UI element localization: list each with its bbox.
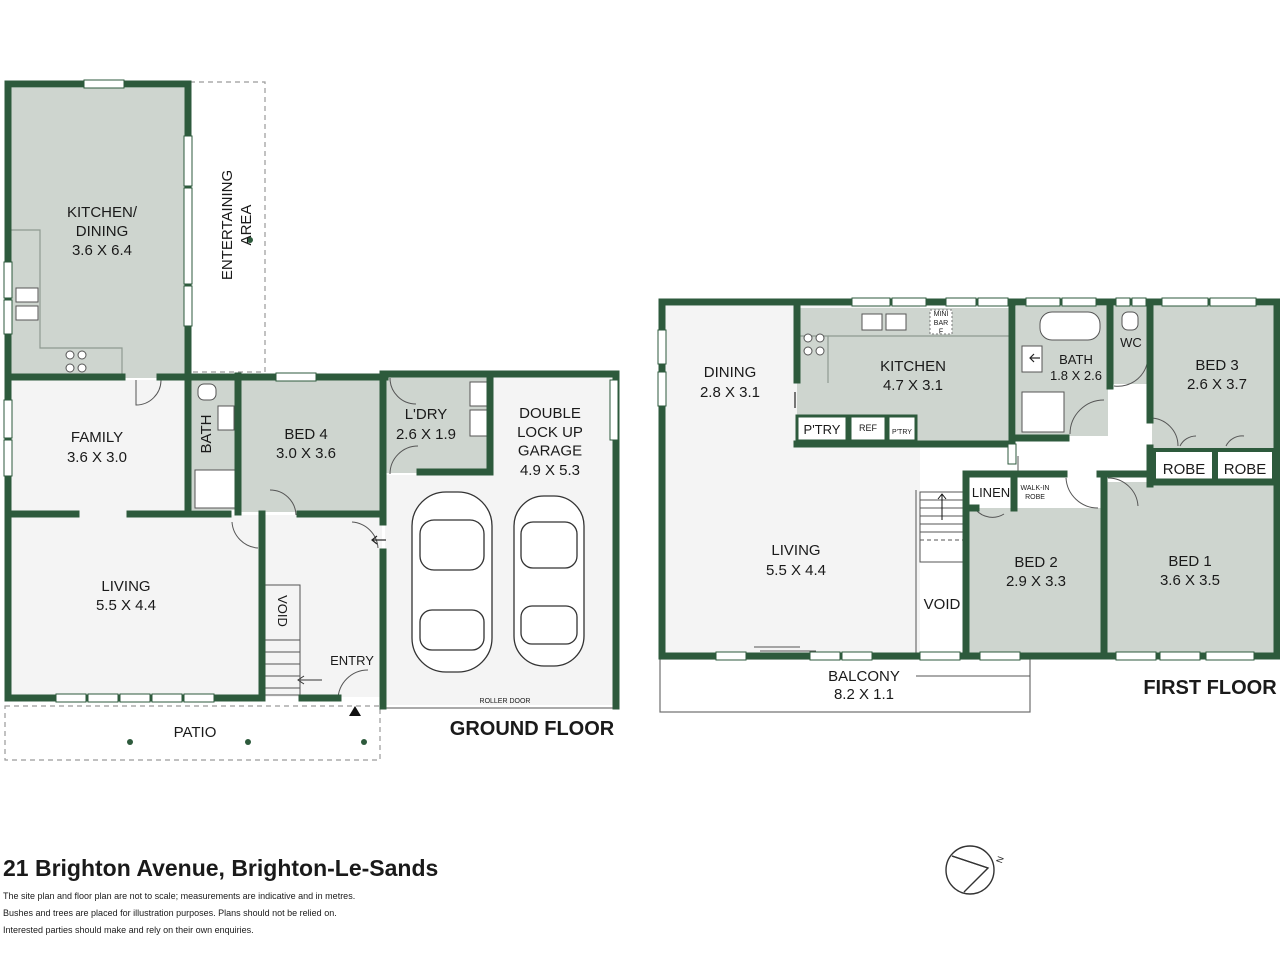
bath-size: 1.8 X 2.6 xyxy=(1050,368,1102,383)
patio-outline xyxy=(4,705,381,761)
balcony-size: 8.2 X 1.1 xyxy=(834,686,894,703)
disclaimer-line: Interested parties should make and rely … xyxy=(3,925,254,935)
post-dot xyxy=(127,739,133,745)
void-name: VOID xyxy=(924,596,961,613)
bed3-name: BED 3 xyxy=(1195,357,1238,374)
ref-name: REF xyxy=(859,423,878,433)
footer: 21 Brighton Avenue, Brighton-Le-Sands Th… xyxy=(3,855,703,939)
first-floor-plan: DINING 2.8 X 3.1 KITCHEN 4.7 X 3.1 MINIB… xyxy=(657,297,1280,713)
dining-name: DINING xyxy=(704,364,757,381)
compass-icon xyxy=(945,845,995,895)
bath-name: BATH xyxy=(1059,352,1093,367)
living-name: LIVING xyxy=(771,542,820,559)
balcony-name: BALCONY xyxy=(828,668,900,685)
cooktop-icon xyxy=(803,333,825,356)
kitchen-name: KITCHEN xyxy=(880,358,946,375)
disclaimer-line: The site plan and floor plan are not to … xyxy=(3,891,356,901)
sink-icon xyxy=(861,313,907,331)
sink-icon xyxy=(15,287,39,321)
roller-door-label: ROLLER DOOR xyxy=(480,698,531,705)
living-size: 5.5 X 4.4 xyxy=(96,597,156,614)
disclaimer-line: Bushes and trees are placed for illustra… xyxy=(3,908,337,918)
bed4-size: 3.0 X 3.6 xyxy=(276,445,336,462)
balcony-outline xyxy=(659,658,1031,713)
entry-fill xyxy=(262,515,382,697)
ground-windows xyxy=(3,79,619,703)
mini-bar-icon xyxy=(929,309,953,335)
car-icon xyxy=(513,495,585,667)
living-fill xyxy=(11,515,261,695)
shower-icon xyxy=(194,469,236,509)
laundry-tub-icon xyxy=(469,409,489,437)
car-icon xyxy=(411,491,493,673)
bed2-name: BED 2 xyxy=(1014,554,1057,571)
post-dot xyxy=(247,237,253,243)
cooktop-icon xyxy=(65,350,87,373)
compass-north-label: N xyxy=(994,855,1006,865)
ground-floor-plan: KITCHEN/DINING 3.6 X 6.4 ENTERTAININGARE… xyxy=(3,79,620,761)
vanity-icon xyxy=(1021,345,1043,373)
living-name: LIVING xyxy=(101,578,150,595)
bed2-size: 2.9 X 3.3 xyxy=(1006,573,1066,590)
bed4-fill xyxy=(240,380,380,512)
laundry-size: 2.6 X 1.9 xyxy=(396,426,456,443)
toilet-icon xyxy=(197,383,217,401)
linen-fill xyxy=(968,477,1014,507)
void-outline xyxy=(915,490,1030,677)
first-windows xyxy=(657,297,1257,661)
bed2-fill xyxy=(967,508,1103,656)
property-address: 21 Brighton Avenue, Brighton-Le-Sands xyxy=(3,855,439,881)
kitchen-size: 4.7 X 3.1 xyxy=(883,377,943,394)
bed3-size: 2.6 X 3.7 xyxy=(1187,376,1247,393)
stairs-icon xyxy=(919,491,965,563)
patio-name: PATIO xyxy=(174,724,217,741)
pantry-name: P'TRY xyxy=(892,429,912,436)
pantry-name: P'TRY xyxy=(804,422,841,437)
door-arrow-icon xyxy=(794,353,1040,408)
bed1-size: 3.6 X 3.5 xyxy=(1160,572,1220,589)
kitchen-bench xyxy=(11,229,123,378)
door-arrow-icon xyxy=(371,535,386,545)
toilet-icon xyxy=(1121,311,1139,331)
entry-arrow-icon xyxy=(349,706,361,716)
laundry-tub-icon xyxy=(469,381,489,407)
bed1-fill xyxy=(1106,482,1275,656)
garage-top-fill xyxy=(492,376,613,476)
family-size: 3.6 X 3.0 xyxy=(67,449,127,466)
walkin-fill xyxy=(1016,477,1054,507)
family-fill xyxy=(11,380,186,515)
vanity-icon xyxy=(217,405,235,431)
robe-name: ROBE xyxy=(1163,461,1206,478)
wc-name: WC xyxy=(1120,335,1142,350)
living-size: 5.5 X 4.4 xyxy=(766,562,826,579)
bed4-name: BED 4 xyxy=(284,426,327,443)
family-name: FAMILY xyxy=(71,429,123,446)
void-name: VOID xyxy=(275,595,290,627)
kitchen-dining-size: 3.6 X 6.4 xyxy=(72,242,132,259)
bathtub-icon xyxy=(1039,311,1101,341)
robe-name: ROBE xyxy=(1224,461,1267,478)
garage-size: 4.9 X 5.3 xyxy=(520,462,580,479)
entry-name: ENTRY xyxy=(330,653,374,668)
shower-icon xyxy=(1021,391,1065,433)
first-floor-label: FIRST FLOOR xyxy=(1143,677,1277,699)
first-walls xyxy=(658,298,1280,660)
kitchen-dining-name: KITCHEN/DINING xyxy=(67,204,138,240)
ground-floor-label: GROUND FLOOR xyxy=(450,718,615,740)
dining-size: 2.8 X 3.1 xyxy=(700,384,760,401)
bed1-name: BED 1 xyxy=(1168,553,1211,570)
laundry-name: L'DRY xyxy=(405,406,448,423)
stairs-icon xyxy=(263,584,322,696)
linen-name: LINEN xyxy=(972,485,1010,500)
post-dot xyxy=(361,739,367,745)
post-dot xyxy=(245,739,251,745)
bath-name: BATH xyxy=(198,415,215,454)
